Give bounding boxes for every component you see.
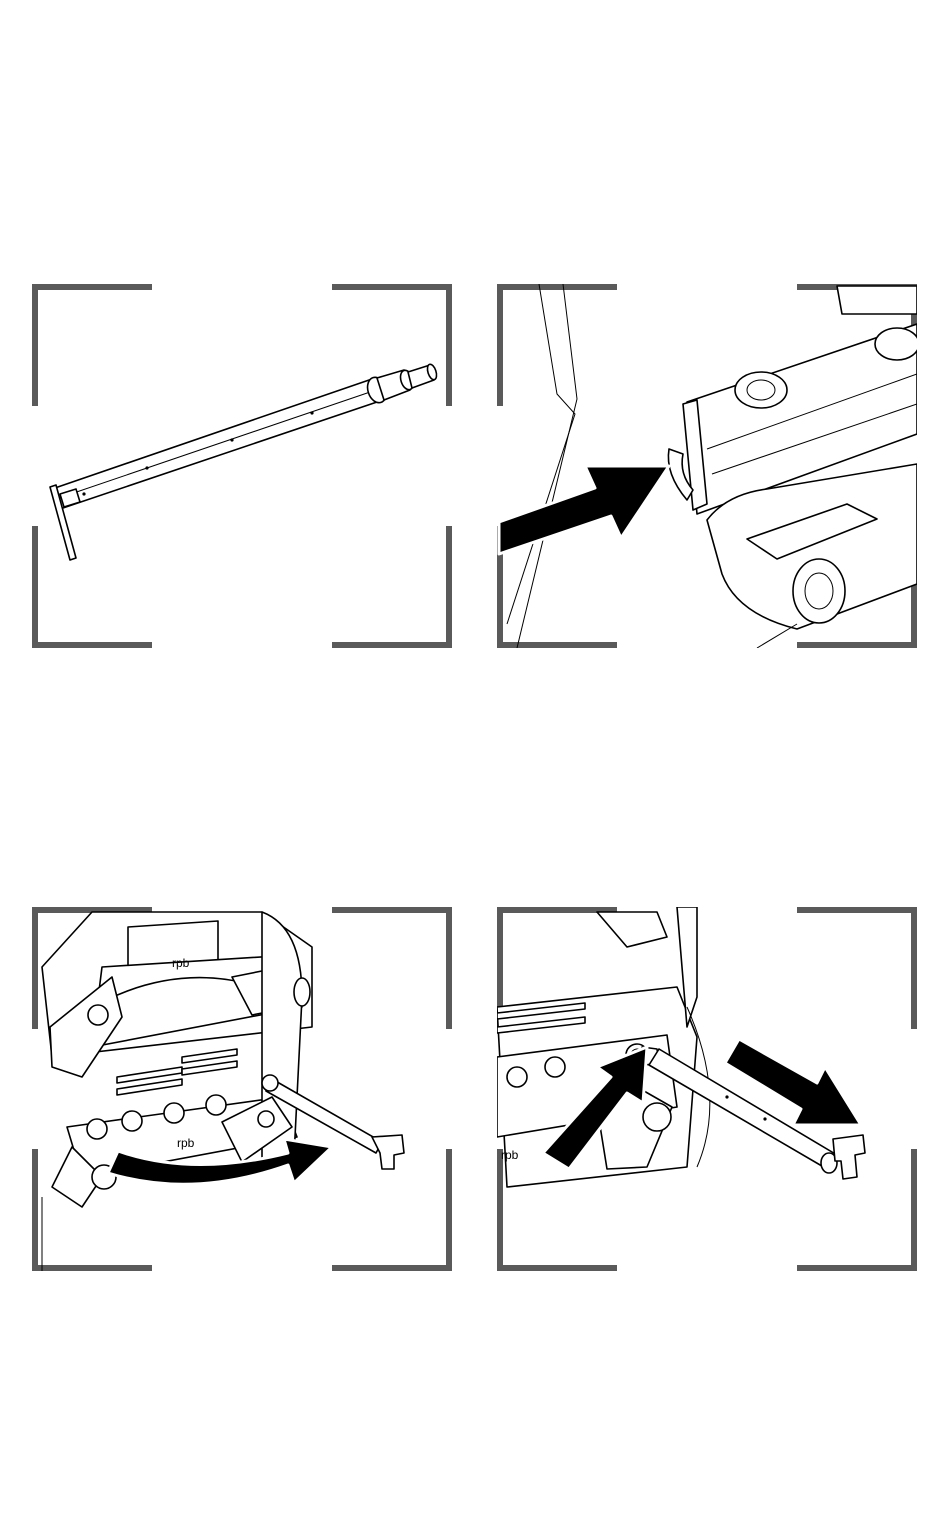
frame-corner-tl <box>35 287 152 406</box>
rpb-logo-mark: rpb <box>501 1148 519 1162</box>
frame-corner-tr <box>332 910 449 1029</box>
rpb-logo-mark-top: rpb <box>172 956 190 970</box>
frame-corner-tr <box>797 910 914 1029</box>
rpb-logo-mark: rpb <box>177 1136 195 1150</box>
insert-arrow-icon <box>499 466 669 554</box>
step-panel-3: rpb rpb <box>32 907 452 1271</box>
frame-corner-br <box>332 526 449 645</box>
ribbon-holder-assembly: rpb rpb <box>42 912 404 1271</box>
insert-illustration <box>497 284 917 648</box>
ribbon-shaft-icon <box>50 363 438 560</box>
step-panel-4: rpb <box>497 907 917 1271</box>
ribbon-shaft-illustration <box>32 284 452 648</box>
rotate-illustration: rpb rpb <box>32 907 452 1271</box>
pull-illustration: rpb <box>497 907 917 1271</box>
frame-corner-bl <box>35 526 152 645</box>
step-panel-1 <box>32 284 452 648</box>
step-panel-2 <box>497 284 917 648</box>
ribbon-holder-housing <box>668 286 917 648</box>
frame-corner-tl <box>500 287 617 406</box>
